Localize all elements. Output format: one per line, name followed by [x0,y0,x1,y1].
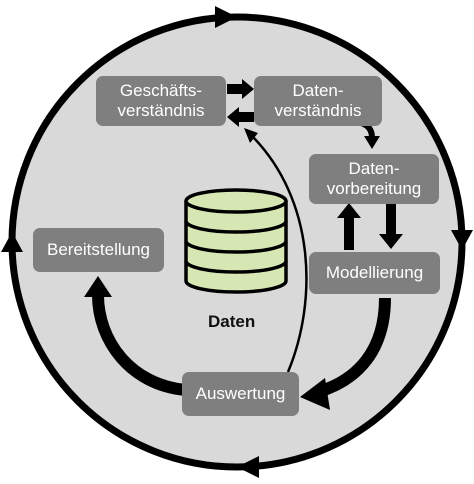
ring-arrowhead-left [1,232,23,252]
arrow-modeling-to-preparation-shaft [344,216,354,250]
arrow-preparation-to-modeling-head [379,234,403,249]
phase-data-preparation: Daten- vorbereitung [309,154,439,204]
phase-data-understanding-line2: verständnis [274,101,362,120]
ring-arrowhead-right [451,230,473,250]
arrow-evaluation-to-business-head [244,128,258,143]
phase-business-understanding-line1: Geschäfts- [119,81,203,100]
phase-modeling: Modellierung [309,252,440,294]
phase-deployment-label: Bereitstellung [46,240,150,259]
phase-business-understanding-line2: verständnis [117,101,205,120]
arrow-modeling-to-evaluation [316,297,391,398]
arrow-evaluation-to-deployment-head [84,276,112,297]
arrow-evaluation-to-business [251,135,308,373]
phase-data-understanding: Daten- verständnis [254,76,382,126]
phase-evaluation-label: Auswertung [195,384,286,403]
database-label: Daten [208,312,256,331]
arrow-preparation-to-modeling-shaft [386,204,396,237]
phase-evaluation: Auswertung [182,372,299,416]
arrow-business-to-data [227,79,254,99]
phase-data-preparation-line1: Daten- [348,159,400,178]
phase-data-preparation-line2: vorbereitung [326,179,422,198]
phase-data-understanding-line1: Daten- [292,81,344,100]
phase-modeling-label: Modellierung [325,263,424,282]
arrow-data-to-business [227,107,254,127]
phase-business-understanding: Geschäfts- verständnis [96,76,226,126]
ring-arrowhead-top [215,6,237,28]
phase-deployment: Bereitstellung [33,228,164,272]
arrow-evaluation-to-deployment [92,294,187,396]
arrow-modeling-to-preparation-head [337,203,361,218]
arrow-understanding-to-preparation-head [364,136,380,149]
database-icon [184,188,288,294]
arrow-modeling-to-evaluation-head [300,378,330,410]
ring-arrowhead-bottom [237,456,259,478]
